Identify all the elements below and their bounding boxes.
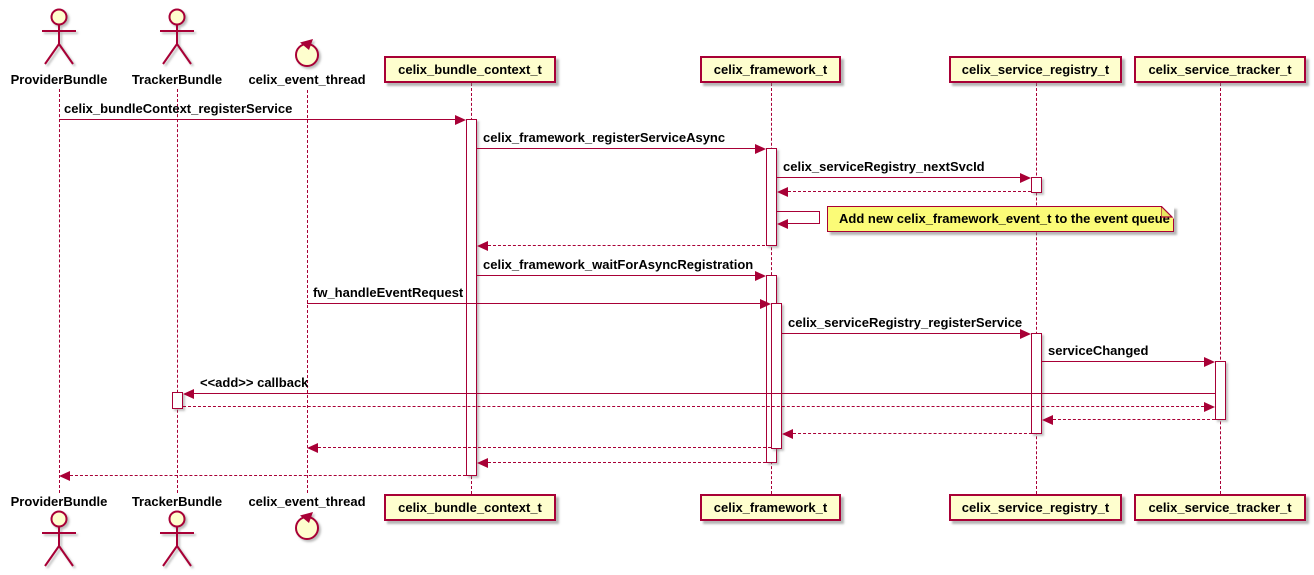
actor-icon-trackerbundle-bottom [160,510,194,567]
self-message-side-line [819,211,820,224]
message-label: celix_serviceRegistry_nextSvcId [783,159,985,174]
arrowhead-right-icon [1204,402,1215,412]
arrowhead-right-icon [755,144,766,154]
arrowhead-left-icon [307,443,318,453]
message-label: serviceChanged [1048,343,1149,358]
activation-framework-1 [766,148,777,246]
lifeline-celix-service-tracker [1220,83,1221,494]
actor-icon-providerbundle-top [42,8,76,65]
arrowhead-left-icon [477,458,488,468]
participant-label: celix_bundle_context_t [398,62,542,77]
control-label-event-thread-top: celix_event_thread [248,72,366,87]
return-line [488,245,765,246]
participant-bundle-context-bottom: celix_bundle_context_t [384,494,556,521]
arrowhead-left-icon [59,471,70,481]
participant-framework-bottom: celix_framework_t [700,494,841,521]
participant-framework-top: celix_framework_t [700,56,841,83]
lifeline-celix-event-thread [307,90,308,493]
return-line [793,433,1042,434]
control-label-event-thread-bottom: celix_event_thread [248,494,366,509]
message-label: celix_framework_registerServiceAsync [483,130,726,145]
control-icon-event-thread-top [295,39,319,67]
arrowhead-right-icon [1020,329,1031,339]
participant-service-tracker-bottom: celix_service_tracker_t [1134,494,1306,521]
arrowhead-left-icon [183,389,194,399]
arrowhead-left-icon [1042,415,1053,425]
actor-label-trackerbundle-bottom: TrackerBundle [131,494,223,509]
lifeline-trackerbundle [177,89,178,493]
participant-service-registry-bottom: celix_service_registry_t [949,494,1122,521]
activation-framework-3 [771,303,782,449]
participant-label: celix_bundle_context_t [398,500,542,515]
arrowhead-right-icon [760,299,771,309]
message-line [782,333,1021,334]
arrowhead-right-icon [455,115,466,125]
message-line [194,393,1215,394]
return-line [788,191,1031,192]
participant-service-tracker-top: celix_service_tracker_t [1134,56,1306,83]
activation-registry-nextsvcid [1031,177,1042,193]
activation-tracker [1215,361,1226,420]
arrowhead-right-icon [755,271,766,281]
self-message-top-line [777,211,820,212]
activation-registry-register [1031,333,1042,434]
participant-label: celix_service_registry_t [961,500,1110,515]
participant-label: celix_service_tracker_t [1148,62,1292,77]
message-line [307,303,761,304]
return-line [488,462,766,463]
return-line [1053,419,1215,420]
activation-trackerbundle [172,392,183,409]
actor-icon-providerbundle-bottom [42,510,76,567]
message-label: celix_bundleContext_registerService [64,101,293,116]
message-line [59,119,456,120]
message-label: celix_serviceRegistry_registerService [788,315,1023,330]
note-event-queue: Add new celix_framework_event_t to the e… [827,206,1174,232]
message-label: fw_handleEventRequest [313,285,464,300]
activation-bundle-context [466,119,477,476]
message-label: celix_framework_waitForAsyncRegistration [483,257,754,272]
message-line [1042,361,1205,362]
self-message-bottom-line [788,223,820,224]
actor-label-trackerbundle-top: TrackerBundle [131,72,223,87]
participant-label: celix_service_tracker_t [1148,500,1292,515]
message-label: <<add>> callback [200,375,309,390]
participant-label: celix_service_registry_t [961,62,1110,77]
arrowhead-right-icon [1020,173,1031,183]
lifeline-celix-service-registry [1036,83,1037,494]
message-line [477,148,756,149]
participant-bundle-context-top: celix_bundle_context_t [384,56,556,83]
participant-service-registry-top: celix_service_registry_t [949,56,1122,83]
return-line [183,406,1204,407]
return-line [318,447,771,448]
lifeline-providerbundle [59,89,60,493]
arrowhead-left-icon [777,219,788,229]
message-line [777,177,1021,178]
actor-label-providerbundle-top: ProviderBundle [10,72,108,87]
control-icon-event-thread-bottom [295,512,319,540]
participant-label: celix_framework_t [713,500,828,515]
actor-label-providerbundle-bottom: ProviderBundle [10,494,108,509]
participant-label: celix_framework_t [713,62,828,77]
note-text: Add new celix_framework_event_t to the e… [839,211,1170,226]
arrowhead-left-icon [782,429,793,439]
return-line [70,475,466,476]
arrowhead-left-icon [777,187,788,197]
arrowhead-left-icon [477,241,488,251]
arrowhead-right-icon [1204,357,1215,367]
actor-icon-trackerbundle-top [160,8,194,65]
note-fold-icon [1161,206,1174,219]
message-line [477,275,756,276]
